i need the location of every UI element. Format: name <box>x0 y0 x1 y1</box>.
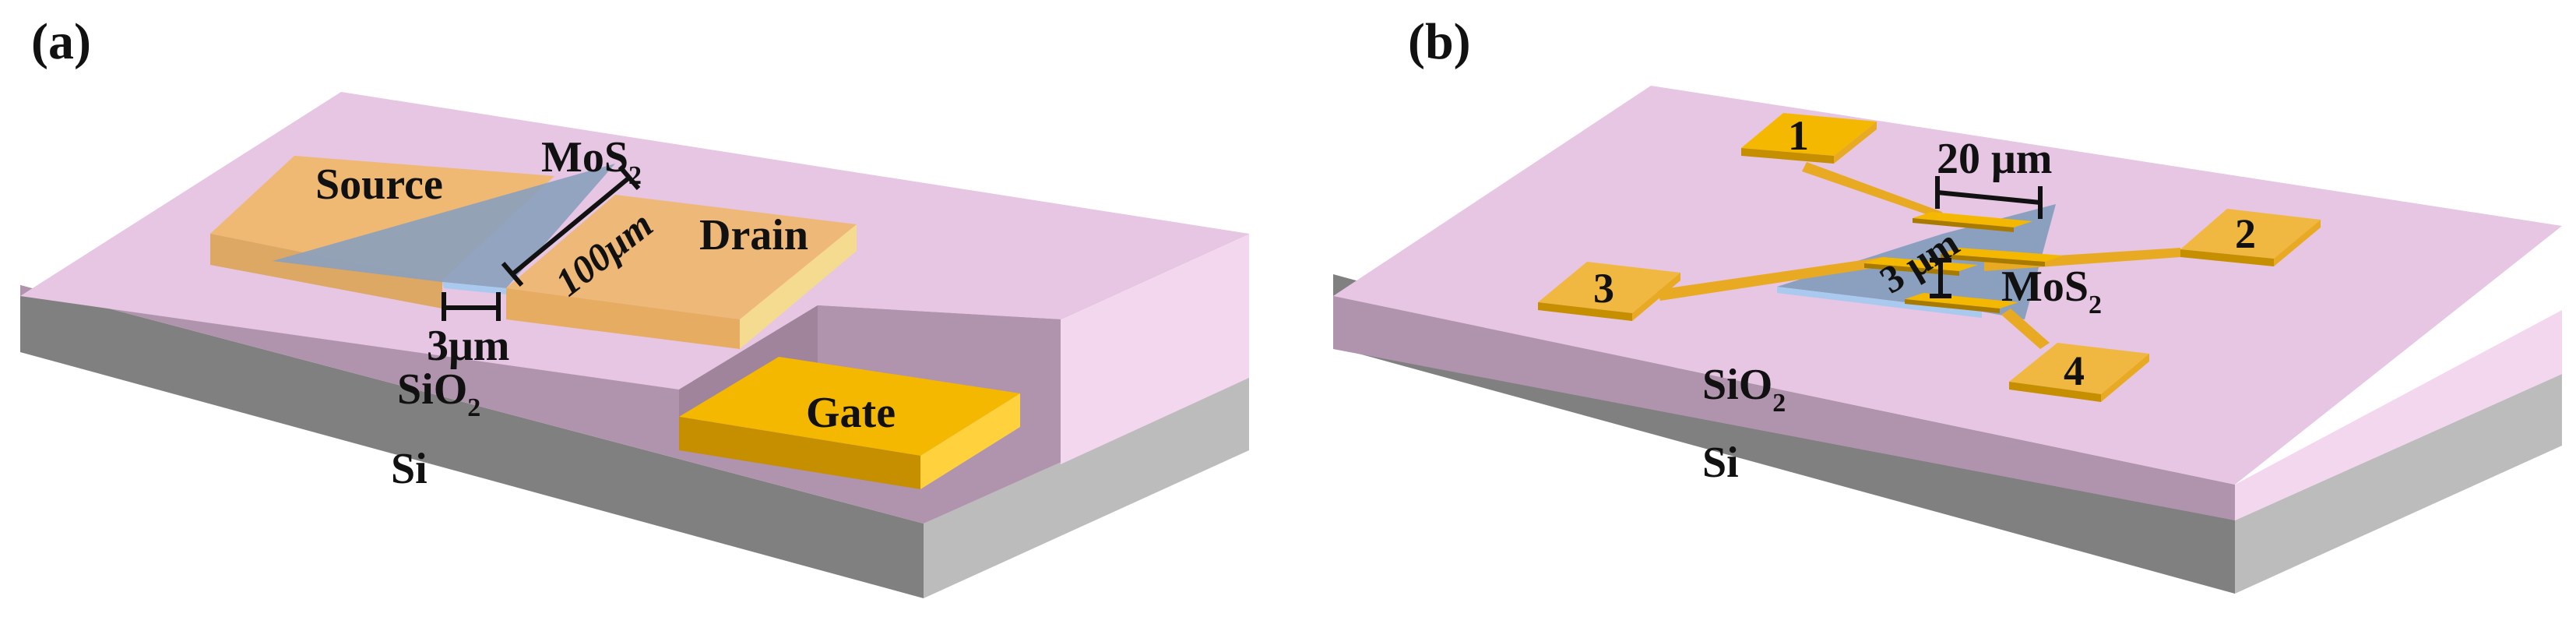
si-substrate-a <box>20 285 1249 598</box>
sio2-front-face-b <box>1333 296 2235 520</box>
mos2-label-b-text: MoS <box>2001 263 2089 311</box>
contact-pad-1-label: 1 <box>1788 112 1809 159</box>
si-side-face-b <box>2235 374 2562 594</box>
contact-pad-3-top <box>1538 262 1680 313</box>
contact-pad-2: 2 <box>2180 209 2321 266</box>
gap-dimension-label-a: 3μm <box>427 322 509 370</box>
contact-pad-4-top <box>2009 343 2149 394</box>
mos2-label-a: MoS2 <box>541 133 642 190</box>
gate-side-face <box>920 393 1020 489</box>
trench-back-wall-a <box>818 305 1061 399</box>
contact-pad-1-side <box>1834 122 1877 164</box>
lead-3 <box>1657 257 1884 301</box>
mos2-flake-a-edge <box>442 282 508 294</box>
contact-pad-1: 1 <box>1741 112 1877 164</box>
length-dimension-tick-end-a <box>618 165 641 190</box>
drain-top-face <box>506 195 857 319</box>
contact-pad-1-front <box>1741 148 1834 164</box>
source-label: Source <box>315 160 443 209</box>
gate-top-face <box>679 357 1020 456</box>
panel-a: (a) Gate Source <box>20 13 1249 598</box>
length-dimension-label-b: 20 μm <box>1937 135 2052 183</box>
mos2-label-a-text: MoS <box>541 133 628 182</box>
svg-text:MoS2: MoS2 <box>541 133 642 190</box>
mos2-flake-b-edge <box>1777 287 1982 318</box>
svg-text:MoS2: MoS2 <box>2001 263 2102 319</box>
lead-1 <box>1802 162 1942 220</box>
gap-dimension-a: 3μm <box>427 292 509 370</box>
contact-pad-4-side <box>2101 354 2149 402</box>
contact-pad-1-top <box>1741 113 1877 156</box>
mos2-label-b: MoS2 <box>2001 263 2102 319</box>
contact-pad-3: 3 <box>1538 262 1680 321</box>
drain-label: Drain <box>699 211 808 259</box>
gate-label: Gate <box>806 389 896 437</box>
finger-middle-left <box>1864 257 1978 271</box>
length-dimension-b: 20 μm <box>1935 135 2052 219</box>
contact-pad-3-label: 3 <box>1593 265 1614 312</box>
sio2-side-face-b <box>2235 310 2562 520</box>
panel-b: (b) <box>1333 13 2562 594</box>
contact-pad-4: 4 <box>2009 343 2149 402</box>
svg-text:SiO2: SiO2 <box>1702 361 1786 418</box>
finger-middle-left-edge <box>1864 263 1959 276</box>
sio2-label-a: SiO2 <box>397 365 480 422</box>
source-front-face <box>210 234 442 308</box>
length-dimension-line-b <box>1937 190 2041 205</box>
svg-text:SiO2: SiO2 <box>397 365 480 422</box>
si-front-face-a <box>20 285 924 598</box>
finger-top-edge <box>1913 218 2014 232</box>
sio2-label-b-subscript: 2 <box>1772 389 1786 418</box>
finger-top <box>1913 212 2032 227</box>
si-label-a: Si <box>391 445 428 493</box>
length-dimension-tick-start-a <box>501 262 524 287</box>
mos2-label-a-subscript: 2 <box>628 161 642 190</box>
contact-pad-3-side <box>1632 273 1680 321</box>
lead-4 <box>2001 308 2050 349</box>
panel-b-label: (b) <box>1408 13 1471 70</box>
si-label-b: Si <box>1702 439 1739 487</box>
panel-a-label: (a) <box>31 13 91 70</box>
contact-pad-3-front <box>1538 302 1632 321</box>
finger-middle-right <box>1941 248 2064 262</box>
drain-side-face <box>740 224 857 349</box>
finger-bottom-edge <box>1905 299 2000 313</box>
contact-pad-2-top <box>2180 209 2321 259</box>
sio2-label-b-text: SiO <box>1702 361 1772 409</box>
finger-middle-right-edge <box>1941 254 2045 266</box>
contact-pad-4-front <box>2009 382 2101 402</box>
contact-pad-4-label: 4 <box>2064 347 2085 394</box>
si-side-face-a <box>924 374 1249 598</box>
mos2-label-b-subscript: 2 <box>2089 291 2102 319</box>
contact-pad-2-front <box>2180 249 2274 266</box>
sio2-side-face-a <box>1061 234 1249 464</box>
sio2-label-b: SiO2 <box>1702 361 1786 418</box>
sio2-label-a-text: SiO <box>397 365 467 414</box>
gate-electrode: Gate <box>679 357 1020 489</box>
contact-pad-2-side <box>2274 220 2321 266</box>
gate-front-face <box>679 417 920 489</box>
drain-front-face <box>506 288 740 349</box>
contact-pad-2-label: 2 <box>2235 210 2256 257</box>
drain-electrode: Drain <box>506 195 857 349</box>
sio2-label-a-subscript: 2 <box>467 393 480 422</box>
length-dimension-line-a <box>511 175 631 277</box>
